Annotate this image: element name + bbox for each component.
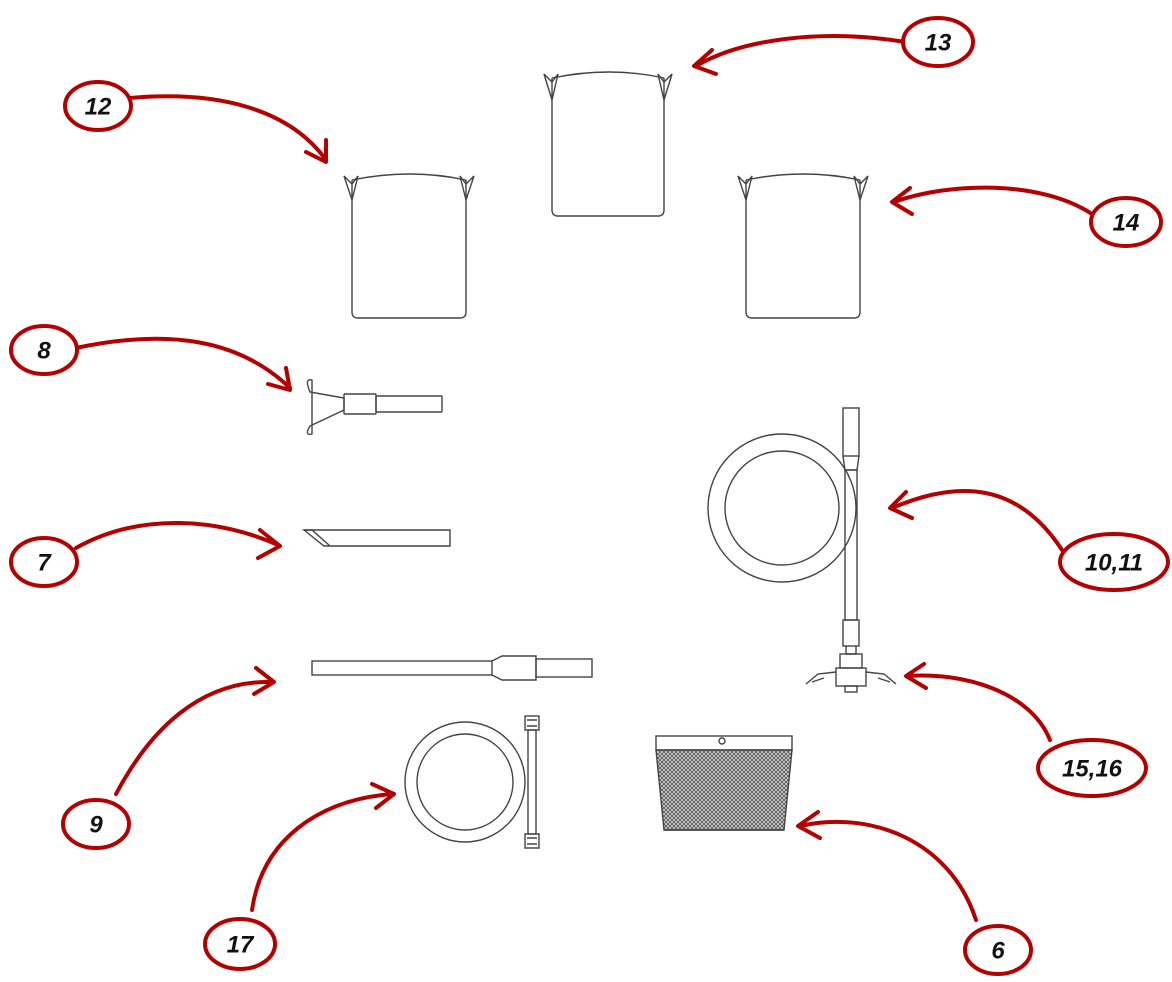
arrow-14 xyxy=(892,185,1094,216)
arrow-7 xyxy=(74,521,282,550)
callout-label-12: 12 xyxy=(85,94,112,121)
arrow-13 xyxy=(694,34,907,68)
extension-tube xyxy=(311,655,593,681)
arrow-12 xyxy=(128,94,328,162)
callout-label-7: 7 xyxy=(37,550,52,577)
callout-7: 7 xyxy=(9,536,79,588)
callout-6: 6 xyxy=(963,924,1033,976)
arrow-15-16 xyxy=(906,673,1052,742)
upholstery-nozzle xyxy=(306,379,443,436)
callout-label-13: 13 xyxy=(925,30,952,57)
arrow-8 xyxy=(74,336,292,390)
callout-15-16: 15,16 xyxy=(1036,738,1148,798)
filter-bag-13 xyxy=(543,71,673,217)
filter-bag-12 xyxy=(343,173,475,319)
callout-label-17: 17 xyxy=(227,932,255,959)
arrow-17 xyxy=(250,792,394,912)
callout-label-9: 9 xyxy=(89,812,103,839)
callout-10-11: 10,11 xyxy=(1058,532,1170,592)
callout-13: 13 xyxy=(901,16,975,68)
filter-bag-14 xyxy=(737,173,869,319)
callout-label-14: 14 xyxy=(1113,210,1140,237)
small-hose xyxy=(404,715,540,849)
arrow-6 xyxy=(798,819,978,922)
callout-label-15-16: 15,16 xyxy=(1062,756,1123,783)
suction-hose xyxy=(707,407,860,655)
callout-label-6: 6 xyxy=(991,938,1005,965)
callout-label-10-11: 10,11 xyxy=(1085,550,1143,577)
callout-8: 8 xyxy=(9,324,79,376)
callout-14: 14 xyxy=(1089,196,1163,248)
callout-12: 12 xyxy=(63,80,133,132)
hose-connector xyxy=(805,653,897,693)
callout-9: 9 xyxy=(61,798,131,850)
callout-label-8: 8 xyxy=(37,338,51,365)
arrow-9 xyxy=(114,679,274,796)
cartridge-filter xyxy=(655,735,793,831)
callout-17: 17 xyxy=(203,917,277,971)
crevice-tool xyxy=(302,529,451,547)
callout-arrows xyxy=(74,34,1094,922)
arrow-10-11 xyxy=(890,489,1064,552)
